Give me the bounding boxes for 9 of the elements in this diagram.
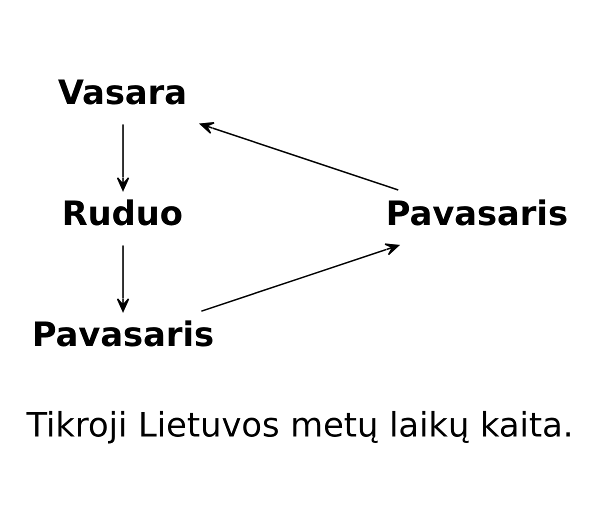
caption: Tikroji Lietuvos metų laikų kaita. — [26, 405, 574, 444]
node-text: Ruduo — [62, 194, 183, 233]
arrow — [201, 243, 400, 312]
node-text: Pavasaris — [386, 194, 568, 233]
arrow — [116, 245, 130, 312]
arrow — [116, 124, 130, 191]
node-text: Pavasaris — [32, 314, 214, 354]
node-text: Vasara — [58, 72, 187, 112]
arrow — [200, 122, 398, 191]
